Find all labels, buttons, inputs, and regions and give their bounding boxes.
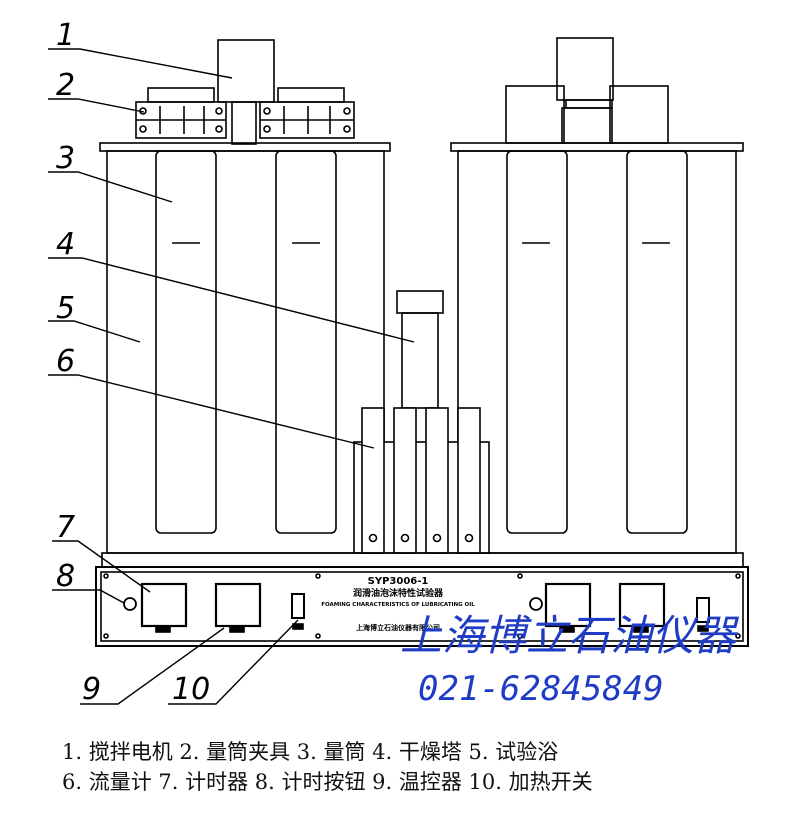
callout-6: 6 [56,344,75,379]
flowmeters [361,407,481,554]
callout-9: 9 [82,672,101,707]
temperature-controller-left [214,582,262,633]
panel-title-en: FOAMING CHARACTERISTICS OF LUBRICATING O… [321,602,475,608]
right-cylinder-2 [626,150,688,534]
callout-1: 1 [56,18,75,53]
panel-maker: 上海博立石油仪器有限公司 [356,623,440,632]
watermark-phone: 021-62845849 [418,669,664,709]
callout-5: 5 [56,291,75,326]
callout-10: 10 [172,672,210,707]
caption-line-2: 6. 流量计 7. 计时器 8. 计时按钮 9. 温控器 10. 加热开关 [62,770,593,794]
leader-lines [48,48,415,705]
left-cylinder-2 [275,150,337,534]
caption-line-1: 1. 搅拌电机 2. 量筒夹具 3. 量筒 4. 干燥塔 5. 试验浴 [62,740,558,764]
temperature-controller-right [618,582,666,633]
callout-2: 2 [56,68,75,103]
timer-button [123,597,137,611]
timer-button-right [529,597,543,611]
panel-title-cn: 润滑油泡沫特性试验器 [353,587,444,599]
watermark-brand: 上海博立石油仪器 [400,611,740,660]
right-test-bath [450,37,744,554]
left-cylinder-1 [155,150,217,534]
panel-model: SYP3006-1 [368,576,429,587]
callout-4: 4 [56,227,75,262]
stirring-motor [217,39,275,103]
left-test-bath [99,39,391,554]
callout-8: 8 [56,559,75,594]
heating-switch-left [291,593,305,630]
callout-3: 3 [56,141,75,176]
control-panel [95,566,749,647]
timer-left [140,582,188,633]
cylinder-clamp-right [259,87,355,139]
cylinder-clamp-left [135,87,227,139]
callout-7: 7 [56,510,75,545]
right-cylinder-1 [506,150,568,534]
timer-right [544,582,592,633]
heating-switch-right [696,597,710,632]
